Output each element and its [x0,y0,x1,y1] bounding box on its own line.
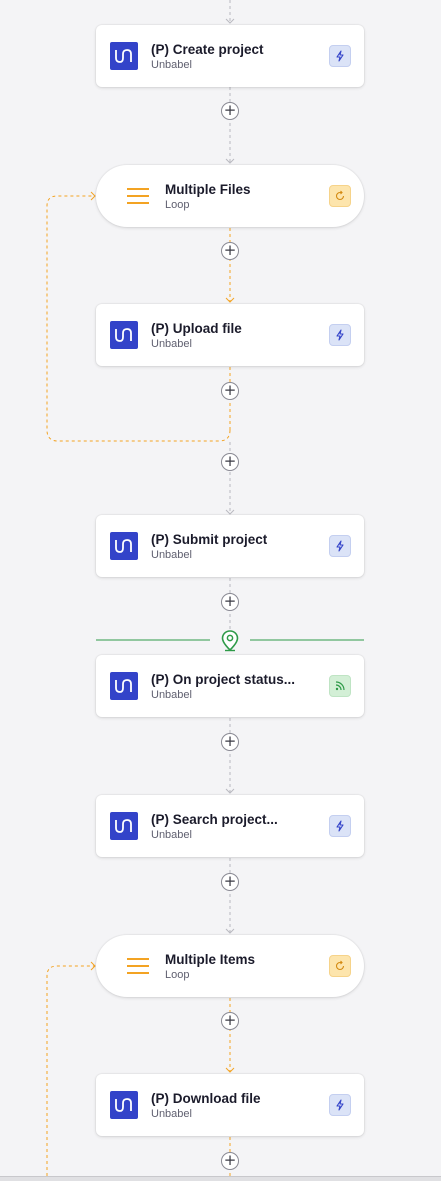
loop-arrow-icon [329,185,351,207]
lightning-icon [329,1094,351,1116]
node-title: (P) On project status... [151,672,296,687]
node-title: Multiple Files [165,182,251,197]
node-subtitle: Loop [165,199,190,211]
add-step-button[interactable]: + [221,593,239,611]
node-subtitle: Unbabel [151,549,192,561]
unbabel-logo [110,321,138,349]
node-download-file[interactable]: (P) Download file Unbabel [96,1074,364,1136]
node-search-project[interactable]: (P) Search project... Unbabel [96,795,364,857]
node-multiple-files[interactable]: Multiple Files Loop [96,165,364,227]
unbabel-logo [110,1091,138,1119]
add-step-button[interactable]: + [221,873,239,891]
node-on-project-status[interactable]: (P) On project status... Unbabel [96,655,364,717]
unbabel-logo [110,42,138,70]
node-subtitle: Unbabel [151,829,192,841]
node-title: (P) Download file [151,1091,261,1106]
node-subtitle: Unbabel [151,689,192,701]
add-step-button[interactable]: + [221,1012,239,1030]
add-step-button[interactable]: + [221,102,239,120]
node-upload-file[interactable]: (P) Upload file Unbabel [96,304,364,366]
add-step-button[interactable]: + [221,242,239,260]
node-subtitle: Loop [165,969,190,981]
add-step-button[interactable]: + [221,733,239,751]
node-title: (P) Upload file [151,321,242,336]
node-submit-project[interactable]: (P) Submit project Unbabel [96,515,364,577]
node-title: (P) Submit project [151,532,268,547]
add-step-button[interactable]: + [221,1152,239,1170]
rss-icon [329,675,351,697]
location-pin-icon[interactable] [219,629,241,653]
node-subtitle: Unbabel [151,338,192,350]
node-multiple-items[interactable]: Multiple Items Loop [96,935,364,997]
node-create-project[interactable]: (P) Create project Unbabel [96,25,364,87]
add-step-button[interactable]: + [221,382,239,400]
lightning-icon [329,815,351,837]
add-step-button[interactable]: + [221,453,239,471]
list-icon [127,958,149,974]
lightning-icon [329,45,351,67]
node-title: Multiple Items [165,952,256,967]
unbabel-logo [110,672,138,700]
node-title: (P) Search project... [151,812,278,827]
node-subtitle: Unbabel [151,1108,192,1120]
unbabel-logo [110,812,138,840]
node-title: (P) Create project [151,42,264,57]
lightning-icon [329,324,351,346]
list-icon [127,188,149,204]
unbabel-logo [110,532,138,560]
lightning-icon [329,535,351,557]
horizontal-scrollbar[interactable] [0,1176,441,1181]
node-subtitle: Unbabel [151,59,192,71]
loop-arrow-icon [329,955,351,977]
